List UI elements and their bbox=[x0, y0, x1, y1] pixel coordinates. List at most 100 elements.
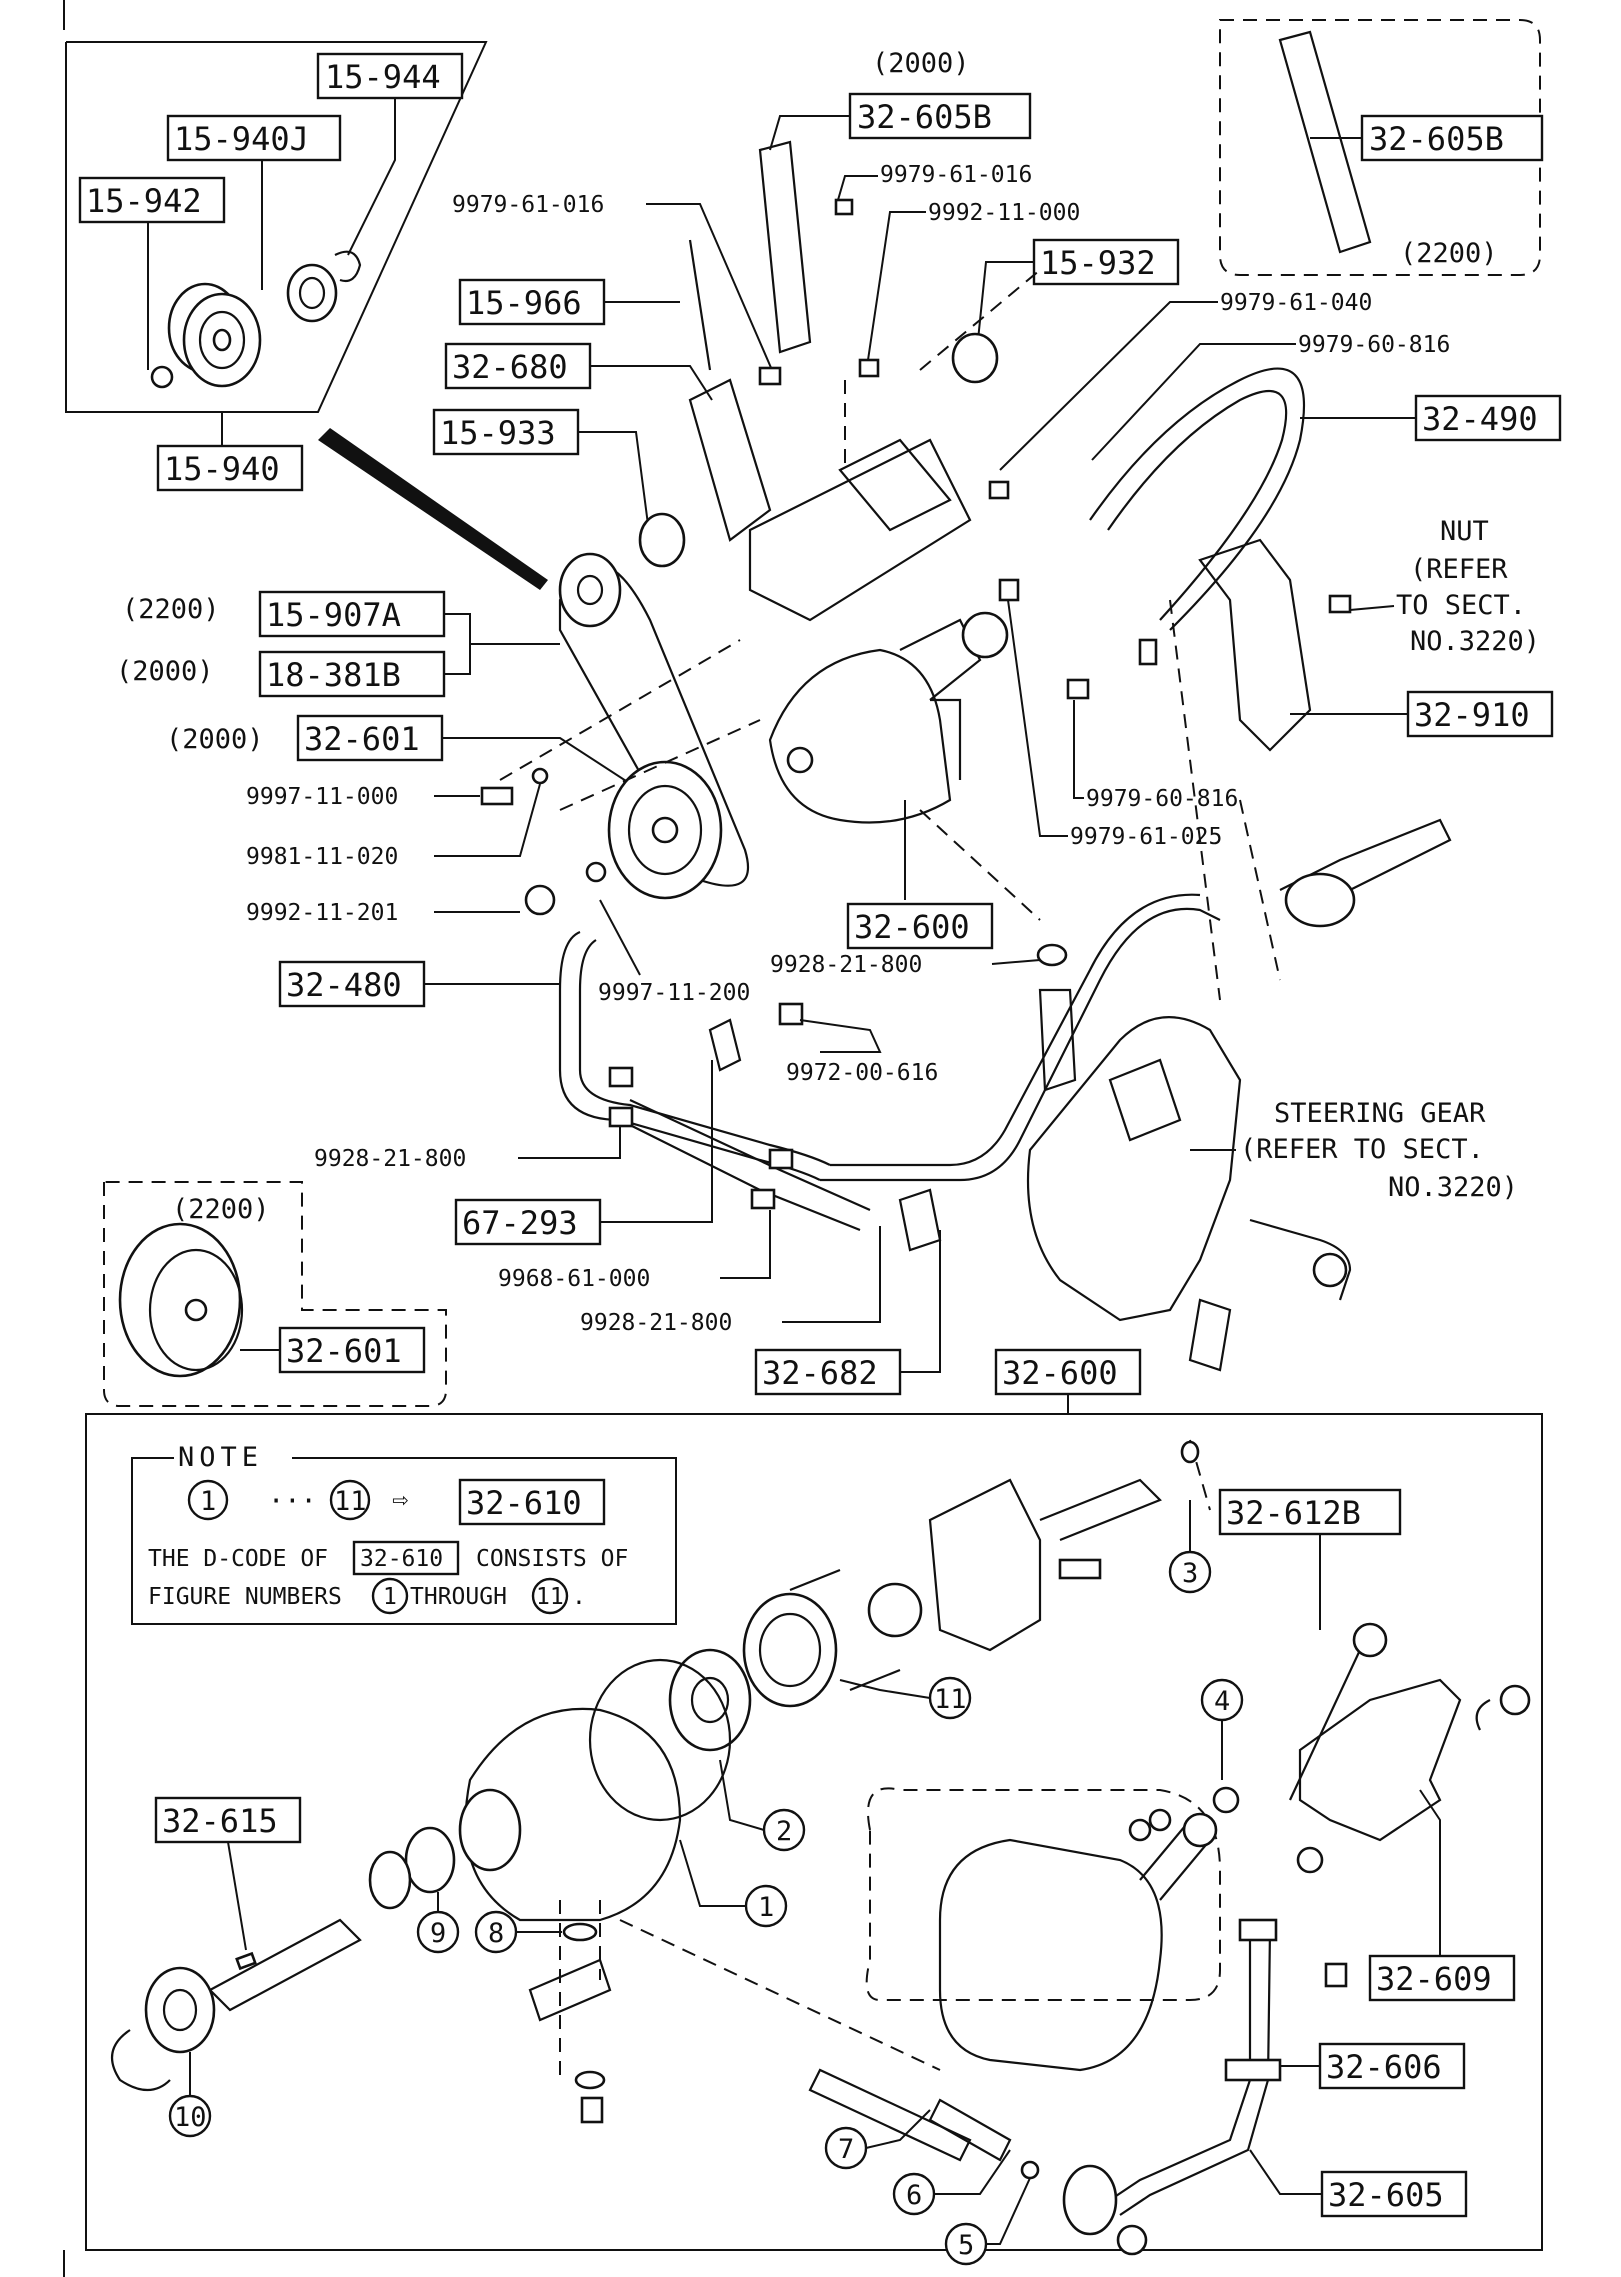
callout-8[interactable]: 8 bbox=[474, 1910, 518, 1954]
svg-text:9: 9 bbox=[430, 1918, 446, 1949]
svg-text:32-601: 32-601 bbox=[304, 720, 420, 758]
svg-text:11: 11 bbox=[536, 1584, 564, 1610]
box-32-600-b[interactable]: 32-600 bbox=[994, 1348, 1142, 1396]
callout-3[interactable]: 3 bbox=[1168, 1550, 1212, 1594]
box-32-615[interactable]: 32-615 bbox=[154, 1796, 302, 1844]
callout-9[interactable]: 9 bbox=[416, 1910, 460, 1954]
pointer-wedge bbox=[318, 428, 548, 590]
box-32-605[interactable]: 32-605 bbox=[1320, 2170, 1468, 2218]
box-32-601-2200[interactable]: 32-601 bbox=[278, 1326, 426, 1374]
svg-text:32-601: 32-601 bbox=[286, 1332, 402, 1370]
box-32-480[interactable]: 32-480 bbox=[278, 960, 426, 1008]
svg-text:32-680: 32-680 bbox=[452, 348, 568, 386]
svg-text:11: 11 bbox=[334, 1486, 367, 1517]
box-15-932[interactable]: 15-932 bbox=[1032, 238, 1180, 286]
box-15-907A[interactable]: 15-907A bbox=[258, 590, 446, 638]
svg-text:15-907A: 15-907A bbox=[266, 596, 401, 634]
svg-text:NO.3220): NO.3220) bbox=[1410, 626, 1540, 657]
callout-2[interactable]: 2 bbox=[762, 1808, 806, 1852]
callout-5[interactable]: 5 bbox=[944, 2222, 988, 2266]
steering-gear-note: STEERING GEAR bbox=[1274, 1098, 1486, 1129]
svg-text:⇨: ⇨ bbox=[392, 1484, 408, 1515]
label-9981-11-020: 9981-11-020 bbox=[246, 844, 398, 870]
reservoir-drawing bbox=[938, 1838, 1163, 2072]
svg-text:(REFER TO SECT.: (REFER TO SECT. bbox=[1240, 1134, 1484, 1165]
svg-text:···: ··· bbox=[268, 1486, 317, 1517]
svg-text:32-490: 32-490 bbox=[1422, 400, 1538, 438]
box-15-942[interactable]: 15-942 bbox=[78, 176, 226, 224]
label-9928-21-800-a: 9928-21-800 bbox=[770, 952, 922, 978]
svg-text:32-600: 32-600 bbox=[1002, 1354, 1118, 1392]
seal-9-drawing bbox=[404, 1826, 456, 1894]
box-15-940[interactable]: 15-940 bbox=[156, 444, 304, 492]
callout-10[interactable]: 10 bbox=[168, 2094, 212, 2138]
bracket-32-910-drawing bbox=[1198, 538, 1312, 752]
box-32-600-a[interactable]: 32-600 bbox=[846, 902, 994, 950]
svg-text:32-610: 32-610 bbox=[360, 1546, 443, 1572]
bracket-32-609-drawing bbox=[1298, 1678, 1462, 1842]
box-32-605B-2200[interactable]: 32-605B bbox=[1360, 114, 1544, 162]
box-32-680[interactable]: 32-680 bbox=[444, 342, 592, 390]
svg-text:32-615: 32-615 bbox=[162, 1802, 278, 1840]
label-9979-61-016-a: 9979-61-016 bbox=[880, 162, 1032, 188]
label-9928-21-800-c: 9928-21-800 bbox=[580, 1310, 732, 1336]
svg-text:32-910: 32-910 bbox=[1414, 696, 1530, 734]
part-15-944: 15-944 bbox=[325, 58, 441, 96]
svg-text:1: 1 bbox=[200, 1486, 216, 1517]
pulley-2200-drawing bbox=[118, 1222, 242, 1378]
svg-text:1: 1 bbox=[383, 1584, 397, 1610]
box-18-381B[interactable]: 18-381B bbox=[258, 650, 446, 698]
variant-note: (2000) bbox=[872, 48, 970, 79]
label-9928-21-800-b: 9928-21-800 bbox=[314, 1146, 466, 1172]
box-67-293[interactable]: 67-293 bbox=[454, 1198, 602, 1246]
svg-text:32-605B: 32-605B bbox=[857, 98, 992, 136]
side-plate-drawing bbox=[668, 1648, 752, 1752]
variant-2000-a: (2000) bbox=[116, 656, 214, 687]
svg-text:4: 4 bbox=[1214, 1686, 1230, 1717]
box-32-606[interactable]: 32-606 bbox=[1318, 2042, 1466, 2090]
box-32-490[interactable]: 32-490 bbox=[1414, 394, 1562, 442]
callout-6[interactable]: 6 bbox=[892, 2172, 936, 2216]
label-9979-60-816-a: 9979-60-816 bbox=[1298, 332, 1450, 358]
box-32-601-2000[interactable]: 32-601 bbox=[296, 714, 444, 762]
callout-1[interactable]: 1 bbox=[744, 1884, 788, 1928]
note-panel: NOTE 1 ··· 11 ⇨ 32-610 THE D-CODE OF 32-… bbox=[131, 1442, 677, 1625]
box-15-940J[interactable]: 15-940J bbox=[166, 114, 342, 162]
svg-text:1: 1 bbox=[758, 1892, 774, 1923]
nut-note: NUT bbox=[1440, 516, 1489, 547]
box-32-605B-2000[interactable]: 32-605B bbox=[848, 92, 1032, 140]
label-9979-61-025: 9979-61-025 bbox=[1070, 824, 1222, 850]
cam-ring-drawing bbox=[742, 1592, 838, 1708]
label-9992-11-000: 9992-11-000 bbox=[928, 200, 1080, 226]
svg-text:32-612B: 32-612B bbox=[1226, 1494, 1361, 1532]
rotor-drawing bbox=[867, 1582, 923, 1638]
box-15-966[interactable]: 15-966 bbox=[458, 278, 606, 326]
svg-text:NO.3220): NO.3220) bbox=[1388, 1172, 1518, 1203]
svg-text:32-605B: 32-605B bbox=[1369, 120, 1504, 158]
svg-text:15-940: 15-940 bbox=[164, 450, 280, 488]
box-32-910[interactable]: 32-910 bbox=[1406, 690, 1554, 738]
pulley-inset-frame bbox=[65, 41, 488, 413]
label-9992-11-201: 9992-11-201 bbox=[246, 900, 398, 926]
bracket-2200-drawing bbox=[1278, 30, 1372, 254]
pump-exploded-panel bbox=[85, 1413, 1543, 2251]
svg-text:THE D-CODE OF: THE D-CODE OF bbox=[148, 1546, 328, 1572]
bracket-32-680-drawing bbox=[688, 378, 772, 542]
svg-text:15-933: 15-933 bbox=[440, 414, 556, 452]
svg-text:CONSISTS OF: CONSISTS OF bbox=[476, 1546, 628, 1572]
pump-assembly-drawing bbox=[768, 648, 952, 824]
callout-4[interactable]: 4 bbox=[1200, 1678, 1244, 1722]
box-32-682[interactable]: 32-682 bbox=[754, 1348, 902, 1396]
label-9972-00-616: 9972-00-616 bbox=[786, 1060, 938, 1086]
label-9979-61-016-b: 9979-61-016 bbox=[452, 192, 604, 218]
box-32-612B[interactable]: 32-612B bbox=[1218, 1488, 1402, 1536]
svg-text:TO SECT.: TO SECT. bbox=[1396, 590, 1526, 621]
plate-8-drawing bbox=[528, 1958, 612, 2022]
bracket-32-605B-drawing bbox=[758, 140, 812, 354]
box-15-944[interactable]: 15-944 bbox=[316, 52, 464, 100]
box-32-609[interactable]: 32-609 bbox=[1368, 1954, 1516, 2002]
callout-7[interactable]: 7 bbox=[824, 2126, 868, 2170]
callout-11[interactable]: 11 bbox=[928, 1676, 972, 1720]
box-15-933[interactable]: 15-933 bbox=[432, 408, 580, 456]
